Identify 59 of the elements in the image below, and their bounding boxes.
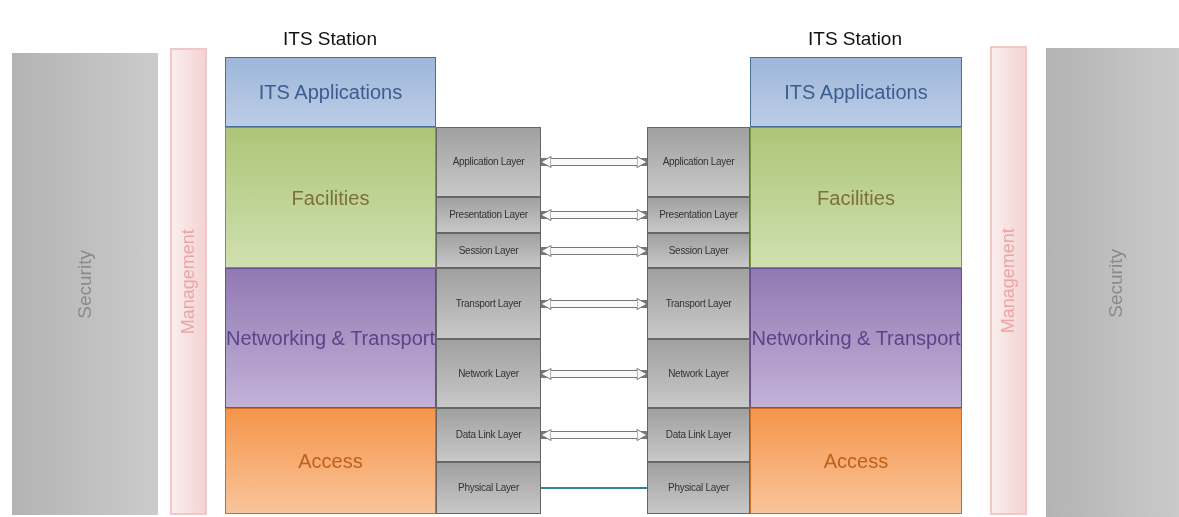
layer-label: Transport Layer xyxy=(665,297,732,310)
security-bar xyxy=(12,53,158,515)
management-bar xyxy=(170,48,207,515)
layer-label: Physical Layer xyxy=(668,482,729,494)
layer-label: Application Layer xyxy=(662,156,735,168)
osi-layer-box xyxy=(436,462,541,514)
layer-label: Access xyxy=(298,449,363,473)
layer-label: Access xyxy=(823,449,889,473)
layer-label: Network Layer xyxy=(458,367,519,380)
layer-box xyxy=(225,268,436,408)
layer-label: Network Layer xyxy=(668,367,729,380)
layer-label: Transport Layer xyxy=(455,297,522,310)
management-bar xyxy=(990,46,1027,515)
layer-box xyxy=(750,57,962,127)
layer-box xyxy=(750,268,962,408)
security-bar xyxy=(1046,48,1179,517)
layer-label: Networking & Transport xyxy=(226,326,435,350)
connector-line xyxy=(540,487,648,489)
osi-layer-box xyxy=(436,197,541,233)
osi-layer-box xyxy=(647,127,750,197)
layer-label: Facilities xyxy=(817,185,895,210)
osi-layer-box xyxy=(647,462,750,514)
double-arrow xyxy=(540,298,648,310)
double-arrow xyxy=(540,156,648,168)
station-heading: ITS Station xyxy=(283,28,377,50)
osi-layer-box xyxy=(647,268,750,339)
layer-label: Session Layer xyxy=(668,244,729,257)
osi-layer-box xyxy=(436,339,541,408)
layer-box xyxy=(750,127,962,268)
layer-label: ITS Applications xyxy=(784,80,928,104)
layer-label: Data Link Layer xyxy=(455,429,522,441)
osi-layer-box xyxy=(647,233,750,268)
osi-layer-box xyxy=(436,127,541,197)
layer-label: Data Link Layer xyxy=(665,429,732,441)
station-heading: ITS Station xyxy=(808,28,902,50)
osi-layer-box xyxy=(436,233,541,268)
double-arrow xyxy=(540,429,648,441)
layer-label: Networking & Transport xyxy=(751,326,961,350)
layer-label: Presentation Layer xyxy=(659,209,738,221)
osi-layer-box xyxy=(647,408,750,462)
layer-box xyxy=(225,57,436,127)
double-arrow xyxy=(540,245,648,257)
double-arrow xyxy=(540,209,648,221)
layer-box xyxy=(225,127,436,268)
osi-layer-box xyxy=(647,197,750,233)
layer-label: Physical Layer xyxy=(458,482,519,494)
layer-box xyxy=(225,408,436,514)
osi-layer-box xyxy=(436,268,541,339)
layer-label: Session Layer xyxy=(458,244,519,257)
layer-label: Presentation Layer xyxy=(449,209,528,221)
vertical-label: Management xyxy=(177,228,199,335)
layer-label: Facilities xyxy=(291,185,370,210)
osi-layer-box xyxy=(436,408,541,462)
vertical-label: Management xyxy=(997,227,1019,334)
double-arrow xyxy=(540,368,648,380)
layer-label: ITS Applications xyxy=(258,80,403,104)
osi-layer-box xyxy=(647,339,750,408)
layer-box xyxy=(750,408,962,514)
layer-label: Application Layer xyxy=(452,156,525,168)
